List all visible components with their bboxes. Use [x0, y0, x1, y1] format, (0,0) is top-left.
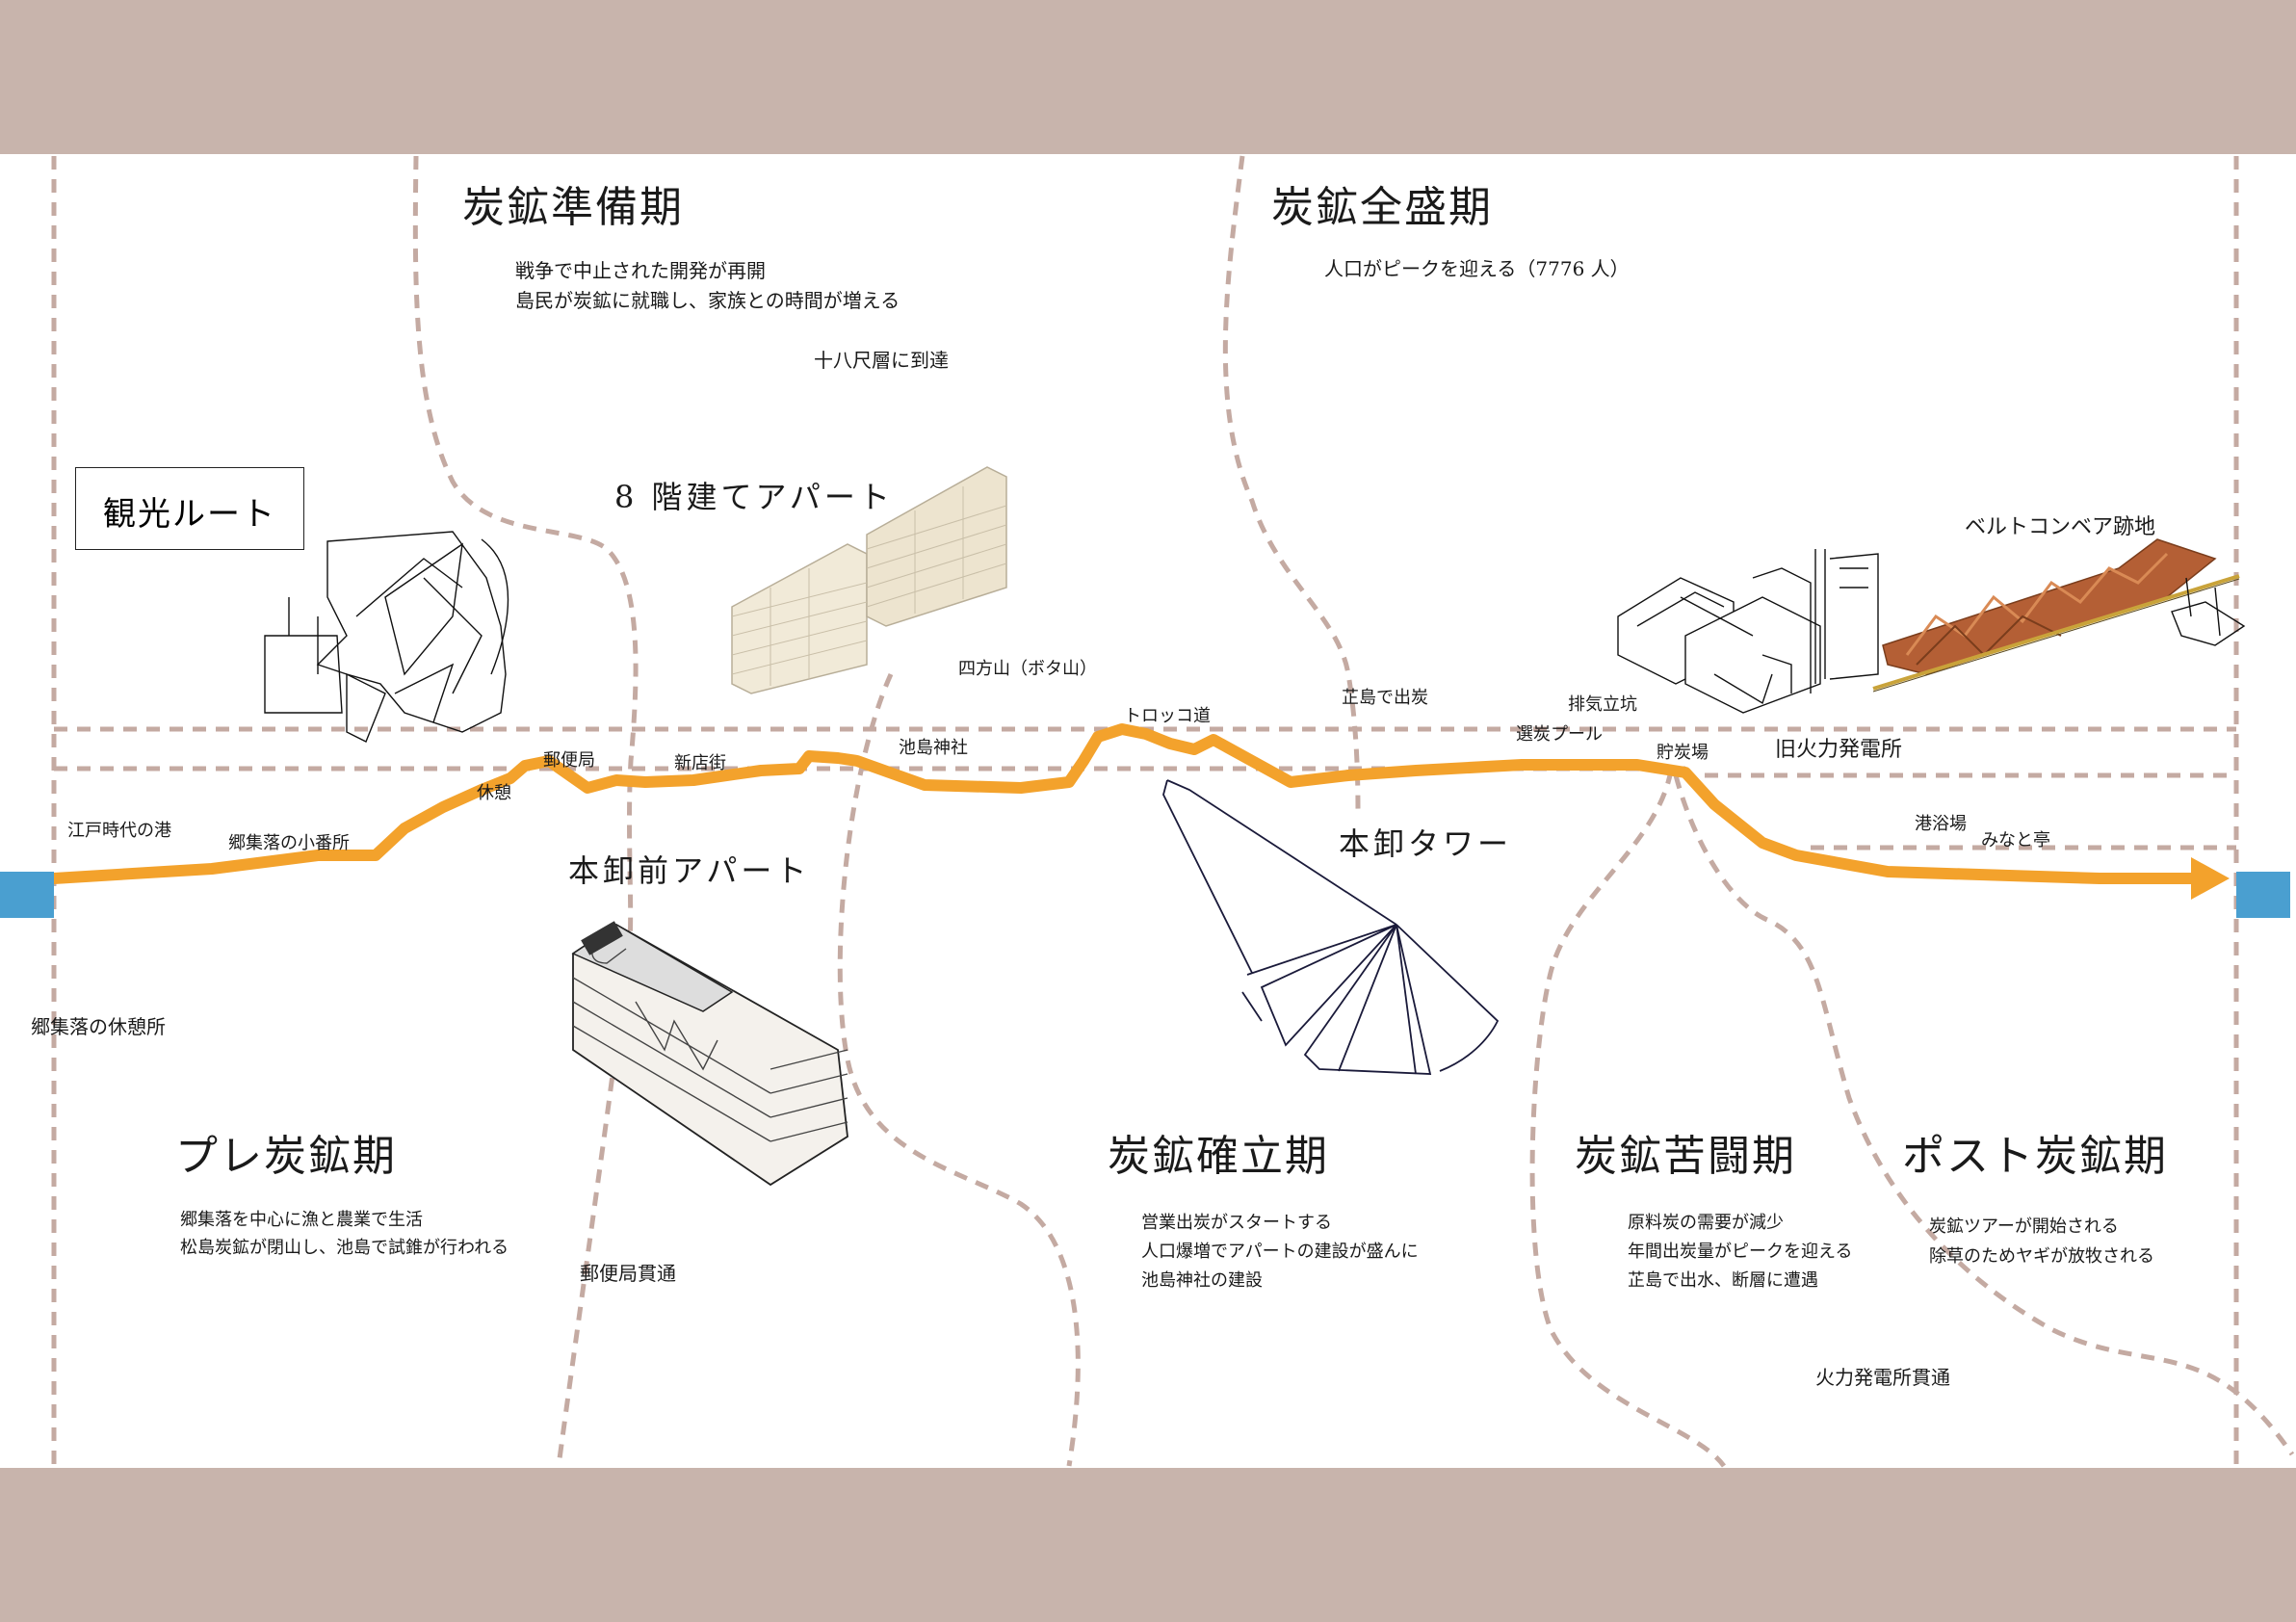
passage-label-post-office: 郵便局貫通: [580, 1262, 676, 1285]
stop-label-trolley: トロッコ道: [1124, 706, 1211, 726]
period-desc-prep: 戦争で中止された開発が再開 島民が炭鉱に就職し、家族との時間が増える: [515, 256, 900, 316]
period-title-peak: 炭鉱全盛期: [1271, 183, 1493, 232]
top-band: [0, 0, 2296, 154]
desc-line: 営業出炭がスタートする: [1141, 1213, 1332, 1233]
period-desc-post: 炭鉱ツアーが開始される 除草のためヤギが放牧される: [1929, 1212, 2154, 1271]
legend-label: 観光ルート: [103, 495, 276, 534]
harbor-sketch: [264, 531, 509, 743]
desc-line: 郷集落を中心に漁と農業で生活: [180, 1210, 423, 1230]
desc-line: 松島炭鉱が閉山し、池島で試錐が行われる: [180, 1238, 509, 1258]
stop-label-shopping-street: 新店街: [674, 753, 726, 773]
period-desc-struggle: 原料炭の需要が減少 年間出炭量がピークを迎える 芷島で出水、断層に遭遇: [1628, 1209, 1852, 1295]
period-note-prep: 十八尺層に到達: [814, 349, 949, 372]
desc-line: 人口爆増でアパートの建設が盛んに: [1141, 1242, 1419, 1262]
period-title-established: 炭鉱確立期: [1108, 1132, 1329, 1181]
boundary-established-east: [837, 672, 1081, 1467]
stop-label-exhaust-shaft: 排気立坑: [1568, 694, 1637, 715]
building-label-honoroshimae: 本卸前アパート: [568, 852, 811, 889]
conveyor-sketch: [1872, 538, 2246, 693]
powerplant-sketch: [1617, 549, 1879, 714]
building-label-tower: 本卸タワー: [1339, 825, 1513, 862]
desc-line: 池島神社の建設: [1141, 1270, 1263, 1291]
stop-label-edo-port: 江戸時代の港: [67, 821, 171, 841]
route-end-marker: [2236, 872, 2290, 918]
boundary-struggle-west: [1529, 770, 1727, 1468]
building-label-apartment8: 8 階建てアパート: [614, 479, 894, 515]
boundary-peak-west: [1222, 155, 1361, 815]
period-desc-established: 営業出炭がスタートする 人口爆増でアパートの建設が盛んに 池島神社の建設: [1141, 1209, 1419, 1295]
building-label-conveyor: ベルトコンベア跡地: [1965, 515, 2156, 539]
stop-label-rest-house: 郷集落の休憩所: [31, 1015, 166, 1038]
stop-label-bath: 港浴場: [1915, 814, 1967, 834]
stop-label-shrine: 池島神社: [899, 738, 968, 758]
bottom-band: [0, 1468, 2296, 1622]
boundary-post-west: [1673, 774, 2295, 1456]
building-label-powerplant: 旧火力発電所: [1775, 738, 1903, 762]
stop-label-coal-storage: 貯炭場: [1657, 743, 1709, 763]
apartment8-sketch: [731, 466, 1007, 694]
legend-box: 観光ルート: [75, 467, 304, 550]
honoroshimae-sketch: [571, 921, 848, 1187]
stop-label-coal-out: 芷島で出炭: [1342, 688, 1428, 708]
period-title-prep: 炭鉱準備期: [462, 183, 684, 232]
tourist-route: [48, 723, 2202, 884]
period-desc-peak: 人口がピークを迎える（7776 人）: [1324, 254, 1630, 284]
desc-line: 原料炭の需要が減少: [1628, 1213, 1784, 1233]
period-title-post: ポスト炭鉱期: [1902, 1132, 2168, 1181]
boundary-prep-west: [412, 155, 639, 1467]
period-desc-pre: 郷集落を中心に漁と農業で生活 松島炭鉱が閉山し、池島で試錐が行われる: [180, 1206, 509, 1262]
stop-label-sorting-pool: 選炭プール: [1516, 724, 1603, 745]
desc-line: 炭鉱ツアーが開始される: [1929, 1216, 2119, 1237]
passage-label-power-plant: 火力発電所貫通: [1815, 1366, 1950, 1389]
route-start-marker: [0, 872, 54, 918]
tower-sketch: [1162, 779, 1500, 1075]
route-arrowhead-icon: [2191, 857, 2230, 900]
desc-line: 島民が炭鉱に就職し、家族との時間が増える: [515, 289, 900, 312]
stop-label-post-office: 郵便局: [543, 750, 595, 771]
stop-label-minatotei: みなと亭: [1981, 830, 2050, 850]
stop-label-rest: 休憩: [477, 783, 511, 803]
period-title-struggle: 炭鉱苦闘期: [1575, 1132, 1796, 1181]
desc-line: 芷島で出水、断層に遭遇: [1628, 1270, 1818, 1291]
desc-line: 人口がピークを迎える（7776 人）: [1324, 257, 1630, 280]
desc-line: 年間出炭量がピークを迎える: [1628, 1242, 1853, 1262]
stop-label-botayama: 四方山（ボタ山）: [958, 659, 1097, 679]
desc-line: 除草のためヤギが放牧される: [1929, 1246, 2154, 1267]
desc-line: 戦争で中止された開発が再開: [515, 259, 766, 282]
stop-label-police-box: 郷集落の小番所: [228, 833, 350, 853]
period-title-pre: プレ炭鉱期: [175, 1132, 397, 1181]
